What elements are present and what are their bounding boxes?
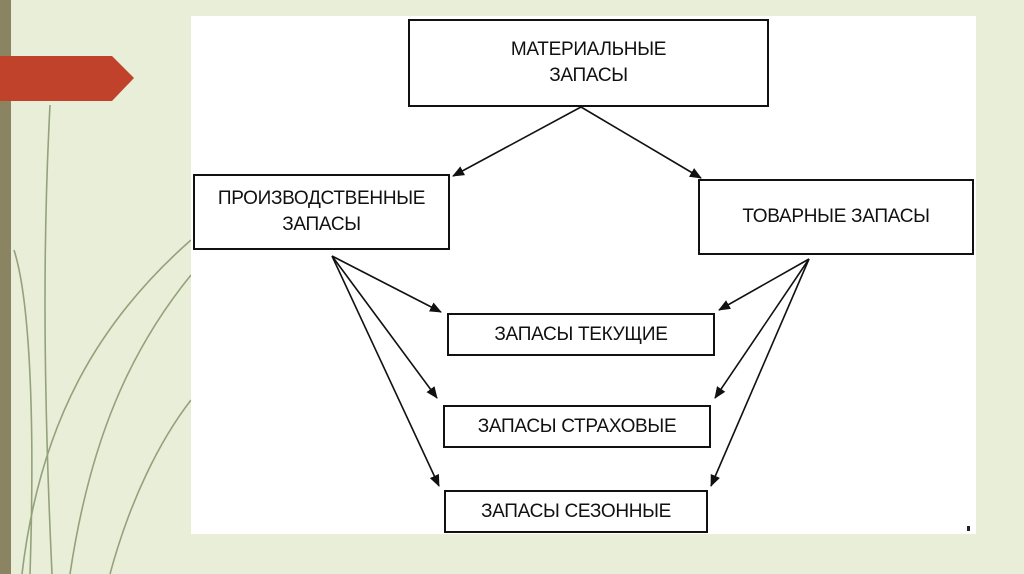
left-bar xyxy=(0,0,11,574)
node-seasonal-stocks: ЗАПАСЫ СЕЗОННЫЕ xyxy=(444,490,708,533)
arrow-trade-to-safety xyxy=(714,258,810,399)
node-label-line: МАТЕРИАЛЬНЫЕ xyxy=(510,39,667,60)
arrow-trade-to-seasonal xyxy=(710,258,810,487)
arrow-production-to-safety xyxy=(331,255,438,399)
scan-mark xyxy=(967,526,970,531)
node-production-stocks: ПРОИЗВОДСТВЕННЫЕ ЗАПАСЫ xyxy=(193,174,450,250)
node-label-line: ТОВАРНЫЕ ЗАПАСЫ xyxy=(742,206,930,227)
arrow-production-to-current xyxy=(331,255,442,313)
arrow-root-to-trade xyxy=(580,106,702,179)
node-label-line: ЗАПАСЫ xyxy=(549,65,628,86)
node-label-line: ЗАПАСЫ СТРАХОВЫЕ xyxy=(477,415,677,437)
node-label-line: ЗАПАСЫ ТЕКУЩИЕ xyxy=(494,323,668,345)
node-current-stocks: ЗАПАСЫ ТЕКУЩИЕ xyxy=(447,313,715,356)
node-trade-stocks: ТОВАРНЫЕ ЗАПАСЫ xyxy=(698,179,974,255)
node-label-line: ЗАПАСЫ СЕЗОННЫЕ xyxy=(480,500,672,522)
node-label-line: ПРОИЗВОДСТВЕННЫЕ xyxy=(217,188,426,209)
arrow-trade-to-current xyxy=(718,258,810,311)
arrow-production-to-seasonal xyxy=(331,255,440,487)
node-safety-stocks: ЗАПАСЫ СТРАХОВЫЕ xyxy=(443,405,711,448)
node-label-line: ЗАПАСЫ xyxy=(282,214,361,235)
arrow-root-to-production xyxy=(452,106,582,177)
decor-curves xyxy=(13,104,192,574)
diagram-panel: МАТЕРИАЛЬНЫЕ ЗАПАСЫ ПРОИЗВОДСТВЕННЫЕ ЗАП… xyxy=(191,16,976,534)
node-material-stocks: МАТЕРИАЛЬНЫЕ ЗАПАСЫ xyxy=(408,19,769,107)
arrows-layer xyxy=(331,106,810,487)
accent-arrow-icon xyxy=(0,56,134,101)
